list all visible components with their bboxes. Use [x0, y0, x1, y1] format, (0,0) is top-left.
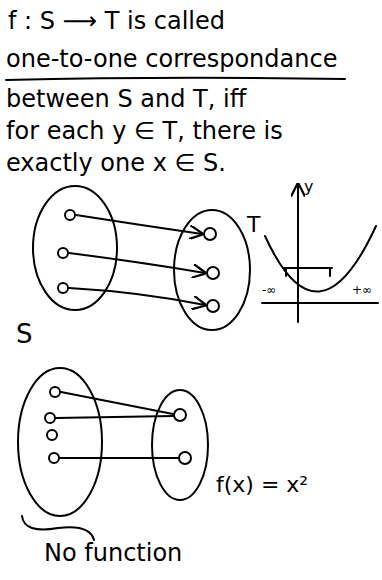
x-axis: [262, 302, 378, 304]
element-dot: [58, 248, 68, 258]
element-dot: [174, 409, 186, 421]
element-dot: [49, 453, 59, 463]
set-label: T: [247, 212, 260, 237]
map-arrow: [76, 215, 202, 234]
map-line: [61, 392, 173, 414]
element-dot: [58, 283, 68, 293]
note: No function: [44, 540, 182, 568]
element-dot: [179, 452, 191, 464]
element-dot: [50, 387, 60, 397]
map-line: [56, 416, 173, 418]
element-dot: [204, 228, 216, 240]
marker-line: [284, 268, 332, 276]
map-line: [60, 457, 178, 459]
bracket: [22, 516, 94, 540]
statement-line: for each y ∈ T, there is: [6, 118, 283, 146]
parabola: [265, 226, 376, 292]
axis-label: -∞: [262, 284, 276, 298]
axis-label: y: [304, 178, 313, 196]
function-label: f(x) = x²: [216, 472, 308, 497]
underline: [6, 78, 345, 80]
element-dot: [45, 413, 55, 423]
statement-line: exactly one x ∈ S.: [6, 150, 226, 178]
element-dot: [207, 300, 219, 312]
statement-line: f : S ⟶ T is called: [8, 8, 225, 36]
element-dot: [207, 267, 219, 279]
y-axis: [297, 184, 299, 322]
set-oval: [152, 390, 208, 500]
statement-line: one-to-one correspondance: [6, 46, 337, 74]
element-dot: [65, 210, 75, 220]
statement-line: between S and T, iff: [6, 86, 246, 114]
axis-label: +∞: [352, 284, 372, 298]
set-label: S: [16, 320, 33, 350]
map-arrow: [69, 288, 205, 305]
map-arrow: [69, 253, 205, 273]
set-oval: [18, 368, 102, 516]
element-dot: [47, 430, 57, 440]
